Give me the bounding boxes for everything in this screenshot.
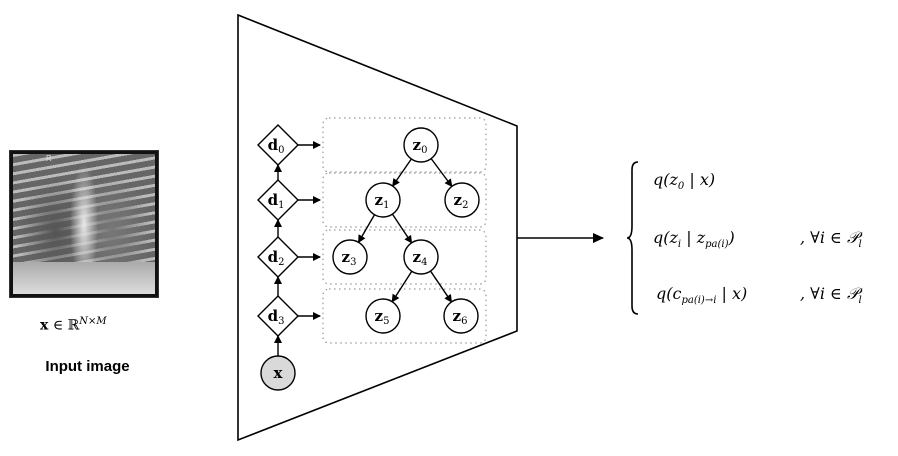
brace-icon — [626, 161, 639, 315]
tree-edge-z1-z4 — [391, 213, 413, 244]
input-node-label: x — [274, 364, 284, 382]
input-node-x: x — [260, 355, 296, 391]
output-cond-1: , ∀i ∈ 𝒫l — [800, 228, 862, 251]
diamond-label: d0 — [268, 136, 285, 156]
math-sup: N×M — [79, 316, 107, 327]
tree-node-label: z5 — [375, 307, 390, 327]
diamond-node-d2: d2 — [257, 236, 299, 278]
tree-node-label: z4 — [413, 248, 428, 268]
diamond-node-d3: d3 — [257, 295, 299, 337]
level-box-2 — [322, 229, 487, 285]
input-title: Input image — [45, 358, 130, 375]
tree-node-label: z0 — [413, 136, 428, 156]
output-eq-0: q(z0 | x) — [653, 170, 716, 193]
tree-node-label: z6 — [453, 307, 468, 327]
xray-marker: R — [46, 154, 52, 163]
diamond-label: d1 — [268, 191, 285, 211]
input-xray-image: R — [9, 150, 159, 298]
output-cond-2: , ∀i ∈ 𝒫l — [800, 284, 862, 307]
math-var: x — [40, 317, 49, 334]
diamond-label: d2 — [268, 248, 285, 268]
level-box-1 — [322, 172, 487, 228]
tree-node-z5: z5 — [365, 298, 401, 334]
output-eq-1: q(zi | zpa(i)) — [653, 228, 735, 251]
diamond-node-d0: d0 — [257, 124, 299, 166]
tree-edge-z0-z1 — [392, 158, 412, 187]
output-eq-2: q(cpa(i)→i | x) — [656, 284, 748, 307]
tree-node-z2: z2 — [444, 182, 480, 218]
tree-node-z4: z4 — [403, 239, 439, 275]
tree-node-z6: z6 — [443, 298, 479, 334]
tree-edge-z0-z2 — [430, 158, 453, 188]
tree-edge-z4-z6 — [429, 270, 453, 303]
tree-edge-z1-z3 — [357, 214, 376, 244]
tree-node-z3: z3 — [332, 239, 368, 275]
tree-edge-z4-z5 — [391, 270, 413, 303]
diamond-label: d3 — [268, 307, 285, 327]
tree-node-label: z2 — [454, 191, 469, 211]
input-math-label: x ∈ ℝN×M — [40, 316, 107, 334]
level-box-3 — [322, 288, 487, 344]
tree-node-z0: z0 — [403, 127, 439, 163]
math-set: ℝ — [67, 317, 80, 334]
xray-content — [13, 154, 155, 294]
tree-node-label: z1 — [375, 191, 390, 211]
diamond-node-d1: d1 — [257, 179, 299, 221]
encoder-trapezoid — [237, 13, 518, 442]
tree-node-label: z3 — [342, 248, 357, 268]
tree-node-z1: z1 — [365, 182, 401, 218]
level-box-0 — [322, 117, 487, 173]
